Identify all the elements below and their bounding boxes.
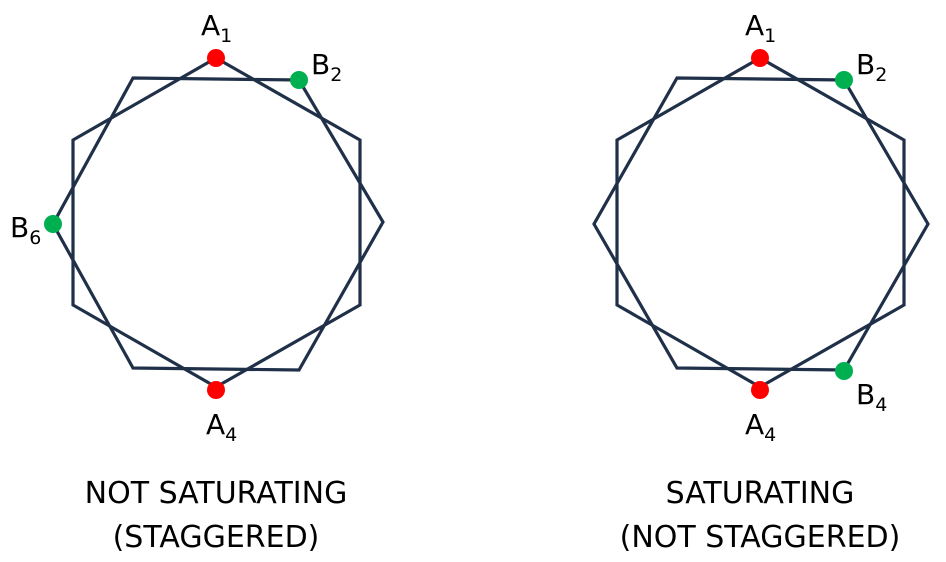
left-caption-line1: NOT SATURATING: [84, 476, 348, 511]
left-label-a4: A4: [206, 408, 237, 446]
left-caption-line2: (STAGGERED): [112, 520, 320, 555]
right-caption-line2: (NOT STAGGERED): [619, 520, 901, 555]
right-point-b2: [835, 71, 853, 89]
left-diagram: A1 B2 B6 A4: [10, 9, 385, 446]
right-point-a4: [751, 381, 769, 399]
left-label-b6: B6: [10, 211, 41, 249]
left-point-a4: [207, 381, 225, 399]
left-label-a1: A1: [201, 9, 232, 47]
left-point-b2: [290, 71, 308, 89]
right-hexagon-b: [592, 76, 930, 372]
left-point-b6: [44, 215, 62, 233]
right-label-b2: B2: [856, 48, 887, 86]
left-label-b2: B2: [311, 48, 342, 86]
right-label-b4: B4: [856, 378, 887, 416]
right-point-a1: [751, 49, 769, 67]
right-caption: SATURATING (NOT STAGGERED): [570, 472, 946, 560]
right-label-a1: A1: [745, 9, 776, 47]
left-caption: NOT SATURATING (STAGGERED): [26, 472, 406, 560]
right-point-b4: [835, 362, 853, 380]
right-diagram: A1 B2 B4 A4: [592, 9, 930, 446]
right-label-a4: A4: [745, 408, 776, 446]
left-point-a1: [207, 49, 225, 67]
right-caption-line1: SATURATING: [665, 476, 855, 511]
